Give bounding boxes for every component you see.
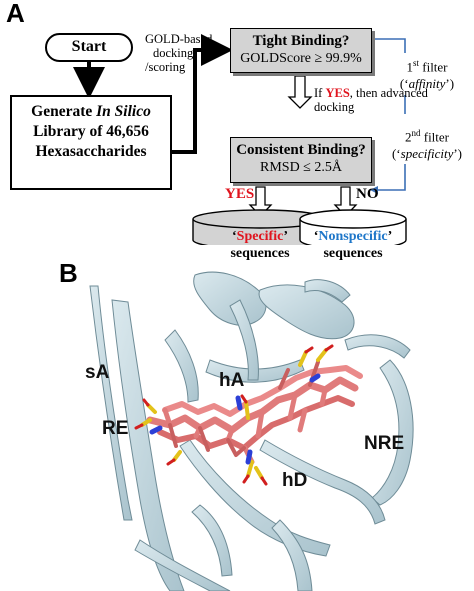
yes-label: YES: [225, 186, 255, 202]
flowchart-connectors: [73, 34, 407, 245]
label-RE: RE: [102, 418, 129, 439]
specific-sub: sequences: [230, 246, 290, 261]
consistent-binding-criterion: RMSD ≤ 2.5Å: [260, 160, 342, 175]
protein-ribbon: [89, 271, 414, 591]
nonspecific-word: Nonspecific: [318, 229, 388, 244]
tight-binding-title: Tight Binding?: [252, 33, 350, 49]
filter2-num: 2: [404, 129, 412, 145]
specific-label: ‘Specific’ sequences: [193, 228, 327, 262]
tight-to-consistent-arrow: [287, 75, 313, 109]
advance-line2: docking: [314, 100, 355, 114]
nonspecific-sub: sequences: [323, 246, 383, 261]
filter1-bracket: [372, 38, 406, 53]
generate-line3: Hexasaccharides: [35, 143, 147, 160]
filter2-paren: specificity: [400, 146, 454, 162]
generate-library-box: Generate In Silico Library of 46,656 Hex…: [10, 95, 172, 190]
label-sA: sA: [85, 362, 110, 383]
specific-cylinder: [192, 209, 328, 245]
generate-to-tight-arrow: [172, 34, 233, 154]
hexasaccharide-ligand: [134, 344, 363, 486]
nonspecific-cylinder: [299, 209, 407, 245]
docking-label: GOLD-based docking /scoring: [145, 32, 235, 74]
specific-word: Specific: [236, 229, 284, 244]
tight-binding-criterion: GOLDScore ≥ 99.9%: [240, 51, 362, 66]
panel-a-label: A: [6, 0, 25, 28]
label-hD: hD: [282, 470, 308, 491]
docking-label-line3: /scoring: [145, 60, 186, 74]
filter1-word: filter: [419, 59, 448, 75]
consistent-binding-title: Consistent Binding?: [236, 142, 366, 158]
filter2-word: filter: [420, 129, 449, 145]
tight-binding-box: Tight Binding? GOLDScore ≥ 99.9%: [230, 28, 372, 73]
panel-b-label: B: [59, 258, 78, 288]
filter2-arrowhead: [370, 186, 378, 194]
advance-prefix: If: [314, 86, 326, 100]
advance-yes: YES: [325, 86, 350, 100]
filter1-num: 1: [406, 59, 413, 75]
nonspecific-label: ‘Nonspecific’ sequences: [297, 228, 409, 262]
consistent-binding-box: Consistent Binding? RMSD ≤ 2.5Å: [230, 137, 372, 183]
generate-line2: Library of 46,656: [33, 123, 149, 140]
filter2-sup: nd: [411, 128, 421, 138]
filter1-label: 1st filter (‘affinity’): [399, 58, 455, 92]
docking-label-line1: GOLD-based: [145, 32, 213, 46]
label-NRE: NRE: [364, 433, 405, 454]
advance-suffix: , then advanced: [349, 86, 428, 100]
filter1-paren: affinity: [408, 76, 446, 92]
docking-label-line2: docking: [153, 46, 194, 60]
label-hA: hA: [219, 370, 245, 391]
generate-prefix: Generate: [31, 103, 97, 120]
start-node: Start: [45, 33, 133, 62]
no-label: NO: [356, 186, 379, 202]
filter2-label: 2nd filter (‘specificity’): [391, 128, 463, 162]
generate-italic: In Silico: [96, 103, 151, 120]
advanced-docking-note: If YES, then advanced docking: [314, 86, 439, 114]
filter1-sup: st: [412, 58, 419, 68]
filter2-bracket: [376, 164, 406, 191]
